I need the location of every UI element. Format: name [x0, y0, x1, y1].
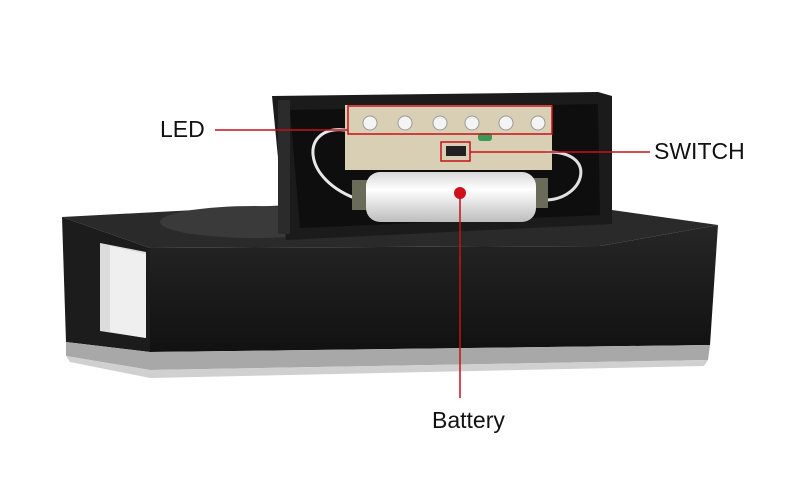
led-highlight-box [347, 105, 553, 135]
annotations [215, 105, 650, 398]
switch-label: SWITCH [654, 138, 745, 164]
battery-marker-dot [454, 187, 466, 199]
circuit-board [311, 105, 583, 202]
led-label: LED [160, 116, 205, 142]
lamp-housing [62, 205, 718, 378]
battery-label: Battery [432, 407, 505, 433]
battery [352, 172, 548, 222]
